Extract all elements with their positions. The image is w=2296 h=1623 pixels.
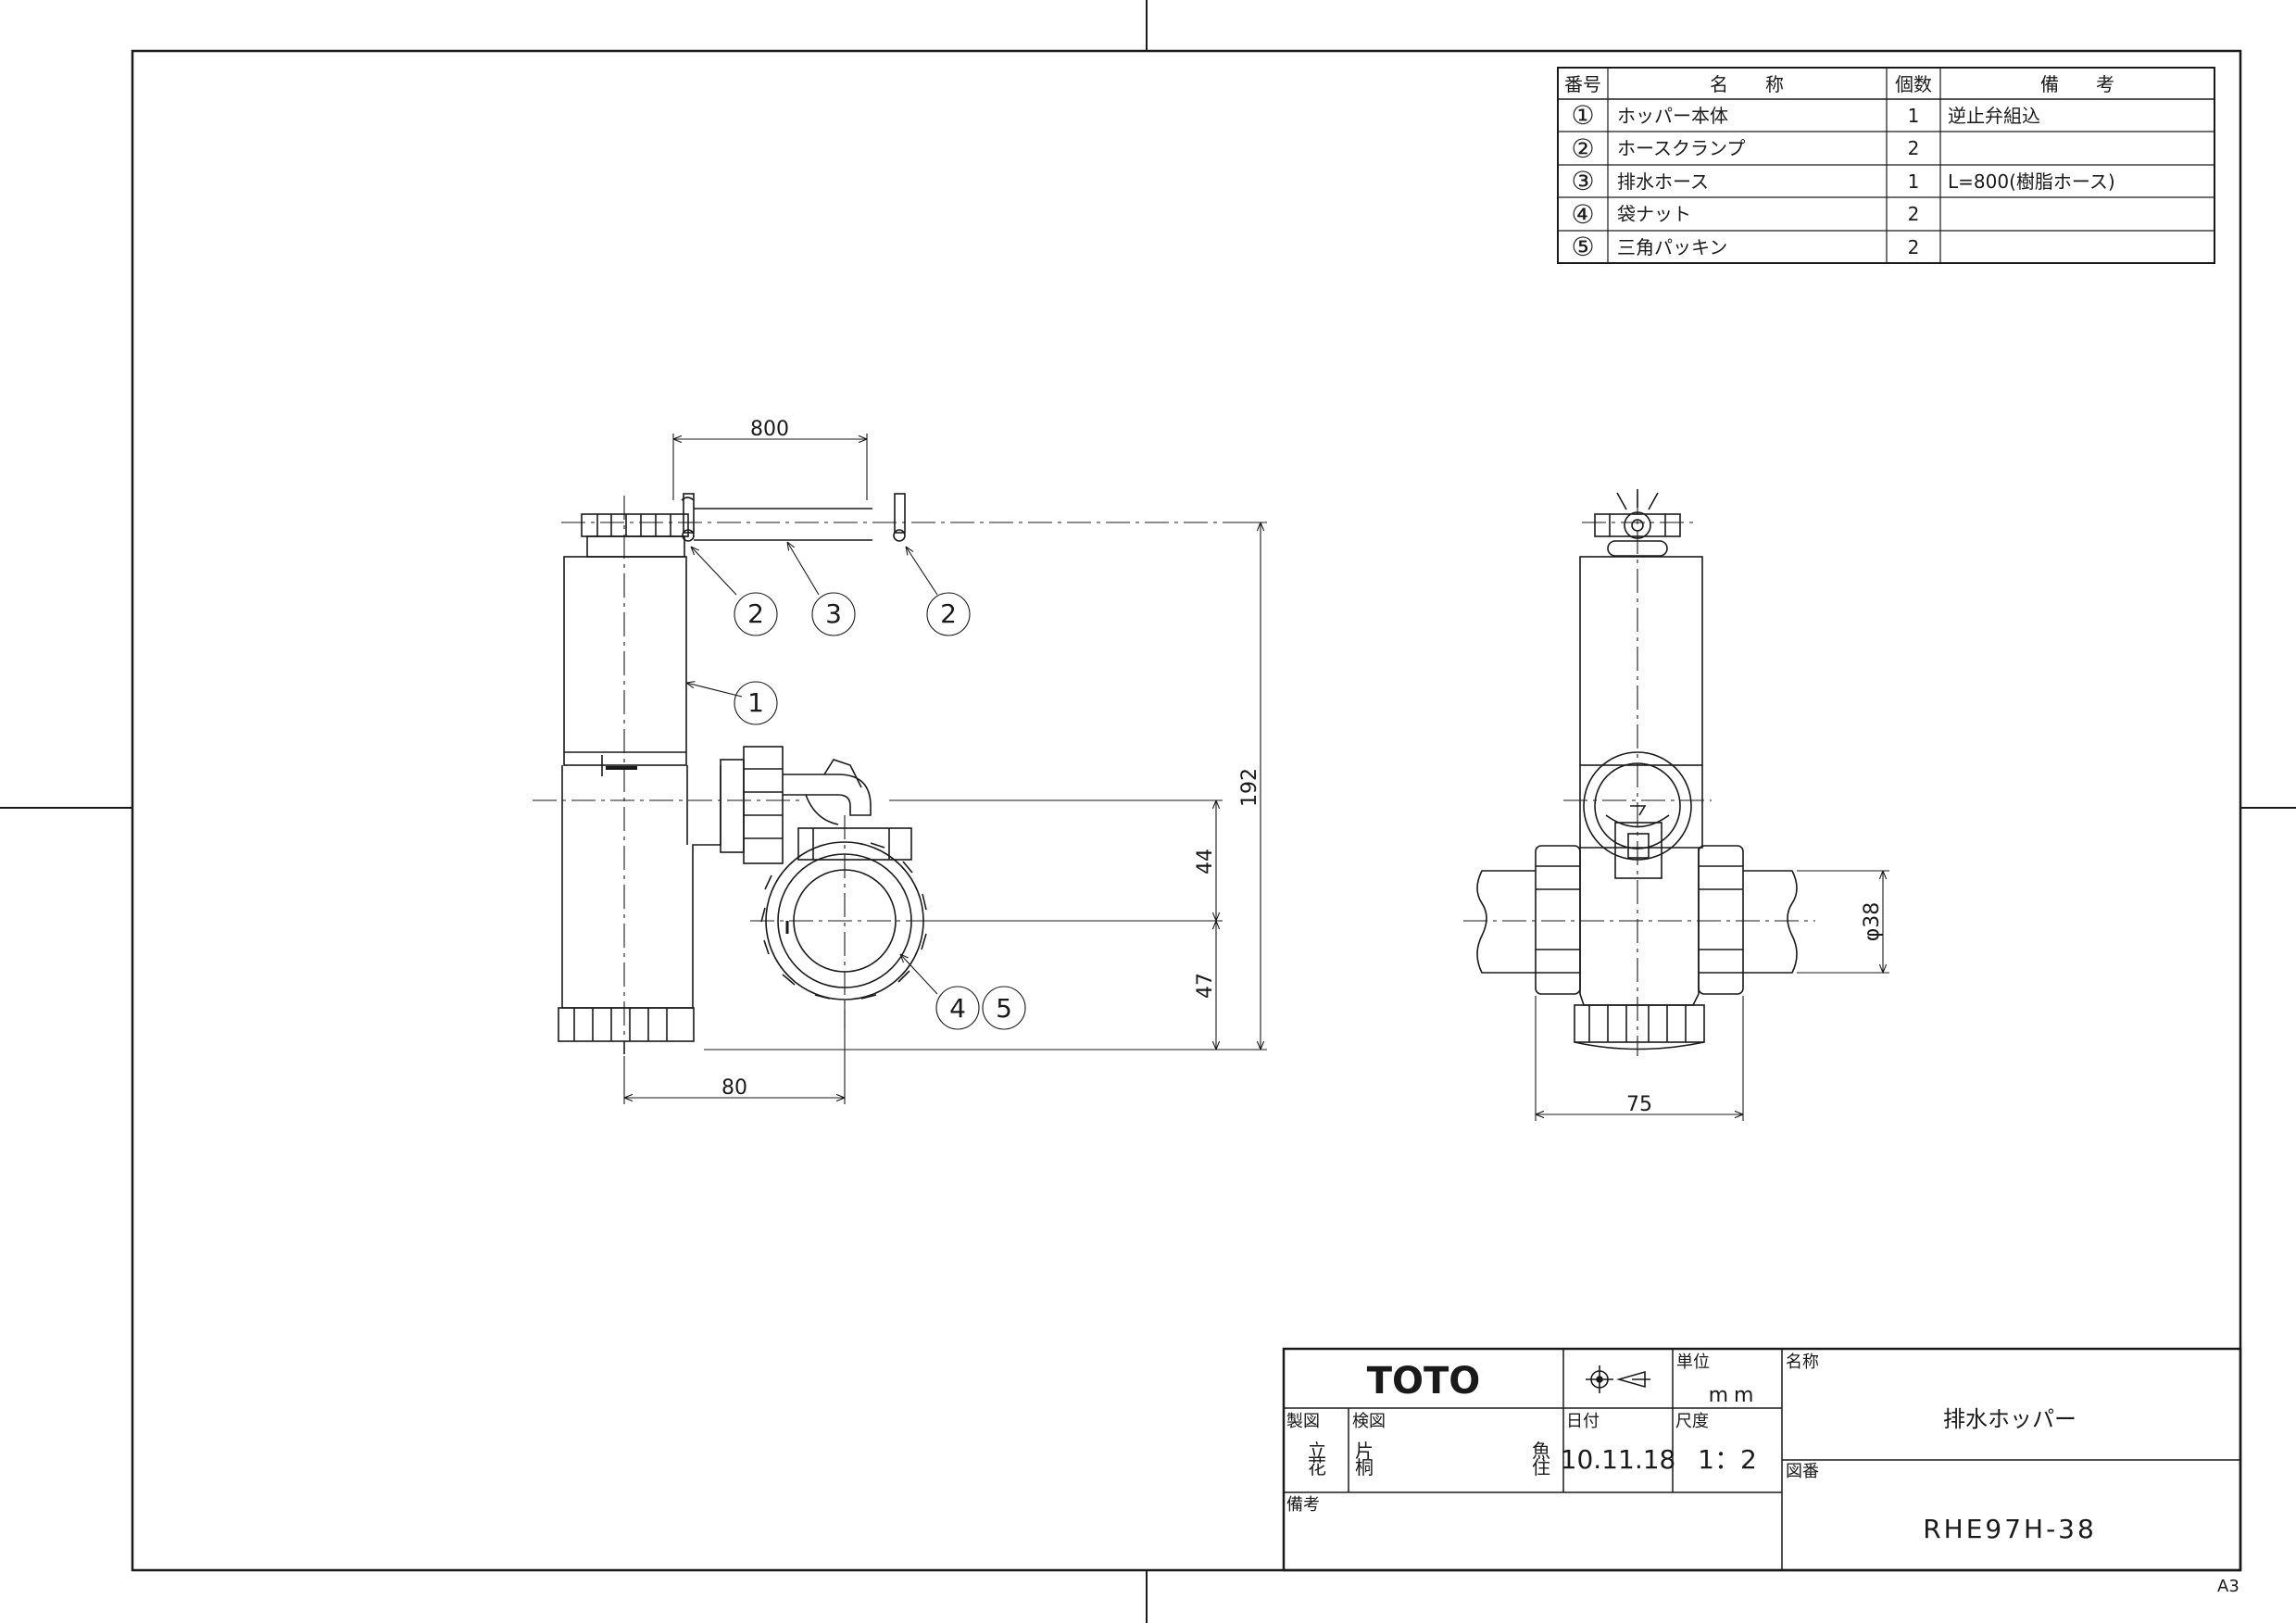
brand-logo: TOTO — [1367, 1360, 1481, 1403]
table-cell-no: ④ — [1571, 199, 1594, 230]
dim-horizontal-offset: 80 — [721, 1076, 747, 1100]
name-label: 名称 — [1786, 1352, 1819, 1372]
callout-body: 1 — [747, 687, 764, 718]
side-foot — [1574, 1004, 1705, 1043]
dim-total-height: 192 — [1238, 768, 1261, 807]
drawn-by-2: 花 — [1308, 1456, 1326, 1478]
table-cell-name: 三角パッキン — [1617, 236, 1727, 258]
dimension-lines-side — [1535, 870, 1889, 1121]
table-cell-name: ホッパー本体 — [1617, 105, 1728, 127]
table-header-qty: 個数 — [1895, 73, 1932, 95]
scale-label: 尺度 — [1675, 1412, 1709, 1431]
table-row: ① ホッパー本体 1 逆止弁組込 — [1571, 100, 2040, 131]
front-view — [558, 513, 927, 1054]
drawing-date: 10.11.18 — [1561, 1444, 1676, 1475]
table-cell-remarks: 逆止弁組込 — [1948, 105, 2040, 127]
drain-hose — [681, 493, 906, 542]
table-row: ⑤ 三角パッキン 2 — [1571, 232, 1919, 262]
table-header-name: 名 称 — [1710, 73, 1784, 95]
side-body — [1579, 556, 1703, 766]
drawn-by-1: 立 — [1308, 1440, 1326, 1462]
table-cell-remarks: L=800(樹脂ホース) — [1948, 170, 2115, 193]
table-row: ④ 袋ナット 2 — [1571, 199, 1919, 230]
callout-packing: 5 — [996, 993, 1012, 1024]
table-cell-qty: 2 — [1908, 236, 1920, 258]
product-name: 排水ホッパー — [1943, 1406, 2076, 1432]
table-cell-name: ホースクランプ — [1617, 137, 1745, 159]
sheet-size-label: A3 — [2217, 1577, 2240, 1596]
bottom-foot — [558, 1007, 695, 1042]
dim-pipe-diameter: φ38 — [1861, 902, 1884, 942]
projection-symbol-icon — [1586, 1365, 1650, 1393]
dim-lower-offset: 47 — [1194, 973, 1217, 999]
table-cell-qty: 2 — [1908, 137, 1920, 159]
dim-hose-length: 800 — [750, 418, 789, 441]
checked-by-1: 片 — [1355, 1440, 1374, 1462]
table-row: ② ホースクランプ 2 — [1571, 133, 1919, 164]
table-header-no: 番号 — [1564, 73, 1601, 95]
table-cell-name: 排水ホース — [1617, 170, 1709, 193]
dimension-lines-front — [623, 434, 1267, 1104]
dim-upper-offset: 44 — [1194, 849, 1217, 874]
checked-label: 検図 — [1352, 1412, 1386, 1431]
right-nut — [1698, 845, 1744, 995]
centerlines-side — [1463, 491, 1815, 1056]
checked-by-4: 住 — [1532, 1456, 1550, 1478]
table-header-remarks: 備 考 — [2040, 73, 2114, 95]
table-cell-no: ③ — [1571, 166, 1594, 196]
table-cell-no: ② — [1571, 133, 1594, 164]
table-cell-name: 袋ナット — [1617, 203, 1691, 225]
table-row: ③ 排水ホース 1 L=800(樹脂ホース) — [1571, 166, 2114, 196]
callout-hose: 3 — [825, 598, 842, 629]
table-cell-qty: 1 — [1908, 105, 1920, 127]
table-cell-qty: 2 — [1908, 203, 1920, 225]
drawn-label: 製図 — [1286, 1412, 1320, 1431]
table-cell-no: ① — [1571, 100, 1594, 131]
checked-by-2: 桐 — [1355, 1456, 1374, 1478]
title-block — [1282, 1347, 2242, 1572]
callout-clamp-right: 2 — [940, 598, 957, 629]
callout-clamp-left: 2 — [747, 598, 764, 629]
remarks-label: 備考 — [1286, 1495, 1320, 1515]
table-cell-no: ⑤ — [1571, 232, 1594, 262]
table-cell-qty: 1 — [1908, 170, 1920, 193]
side-view — [1476, 489, 1798, 1051]
union-nut — [743, 746, 784, 864]
parts-table: 番号 名 称 個数 備 考 ① ホッパー本体 1 逆止弁組込 ② ホースクランプ… — [1557, 67, 2215, 264]
checked-by-3: 魚 — [1532, 1440, 1550, 1462]
drawing-no-label: 図番 — [1786, 1462, 1819, 1481]
callout-leaders — [686, 542, 1026, 1030]
callout-nut: 4 — [949, 993, 966, 1024]
centerlines-front — [533, 496, 1267, 1038]
date-label: 日付 — [1566, 1412, 1600, 1431]
drawing-number: RHE97H-38 — [1923, 1514, 2097, 1544]
unit-value: mm — [1709, 1384, 1760, 1407]
left-nut — [1535, 845, 1581, 995]
drawing-scale: 1：2 — [1698, 1444, 1757, 1475]
unit-label: 単位 — [1676, 1352, 1710, 1372]
dim-side-width: 75 — [1626, 1093, 1652, 1116]
hopper-body — [563, 556, 687, 766]
